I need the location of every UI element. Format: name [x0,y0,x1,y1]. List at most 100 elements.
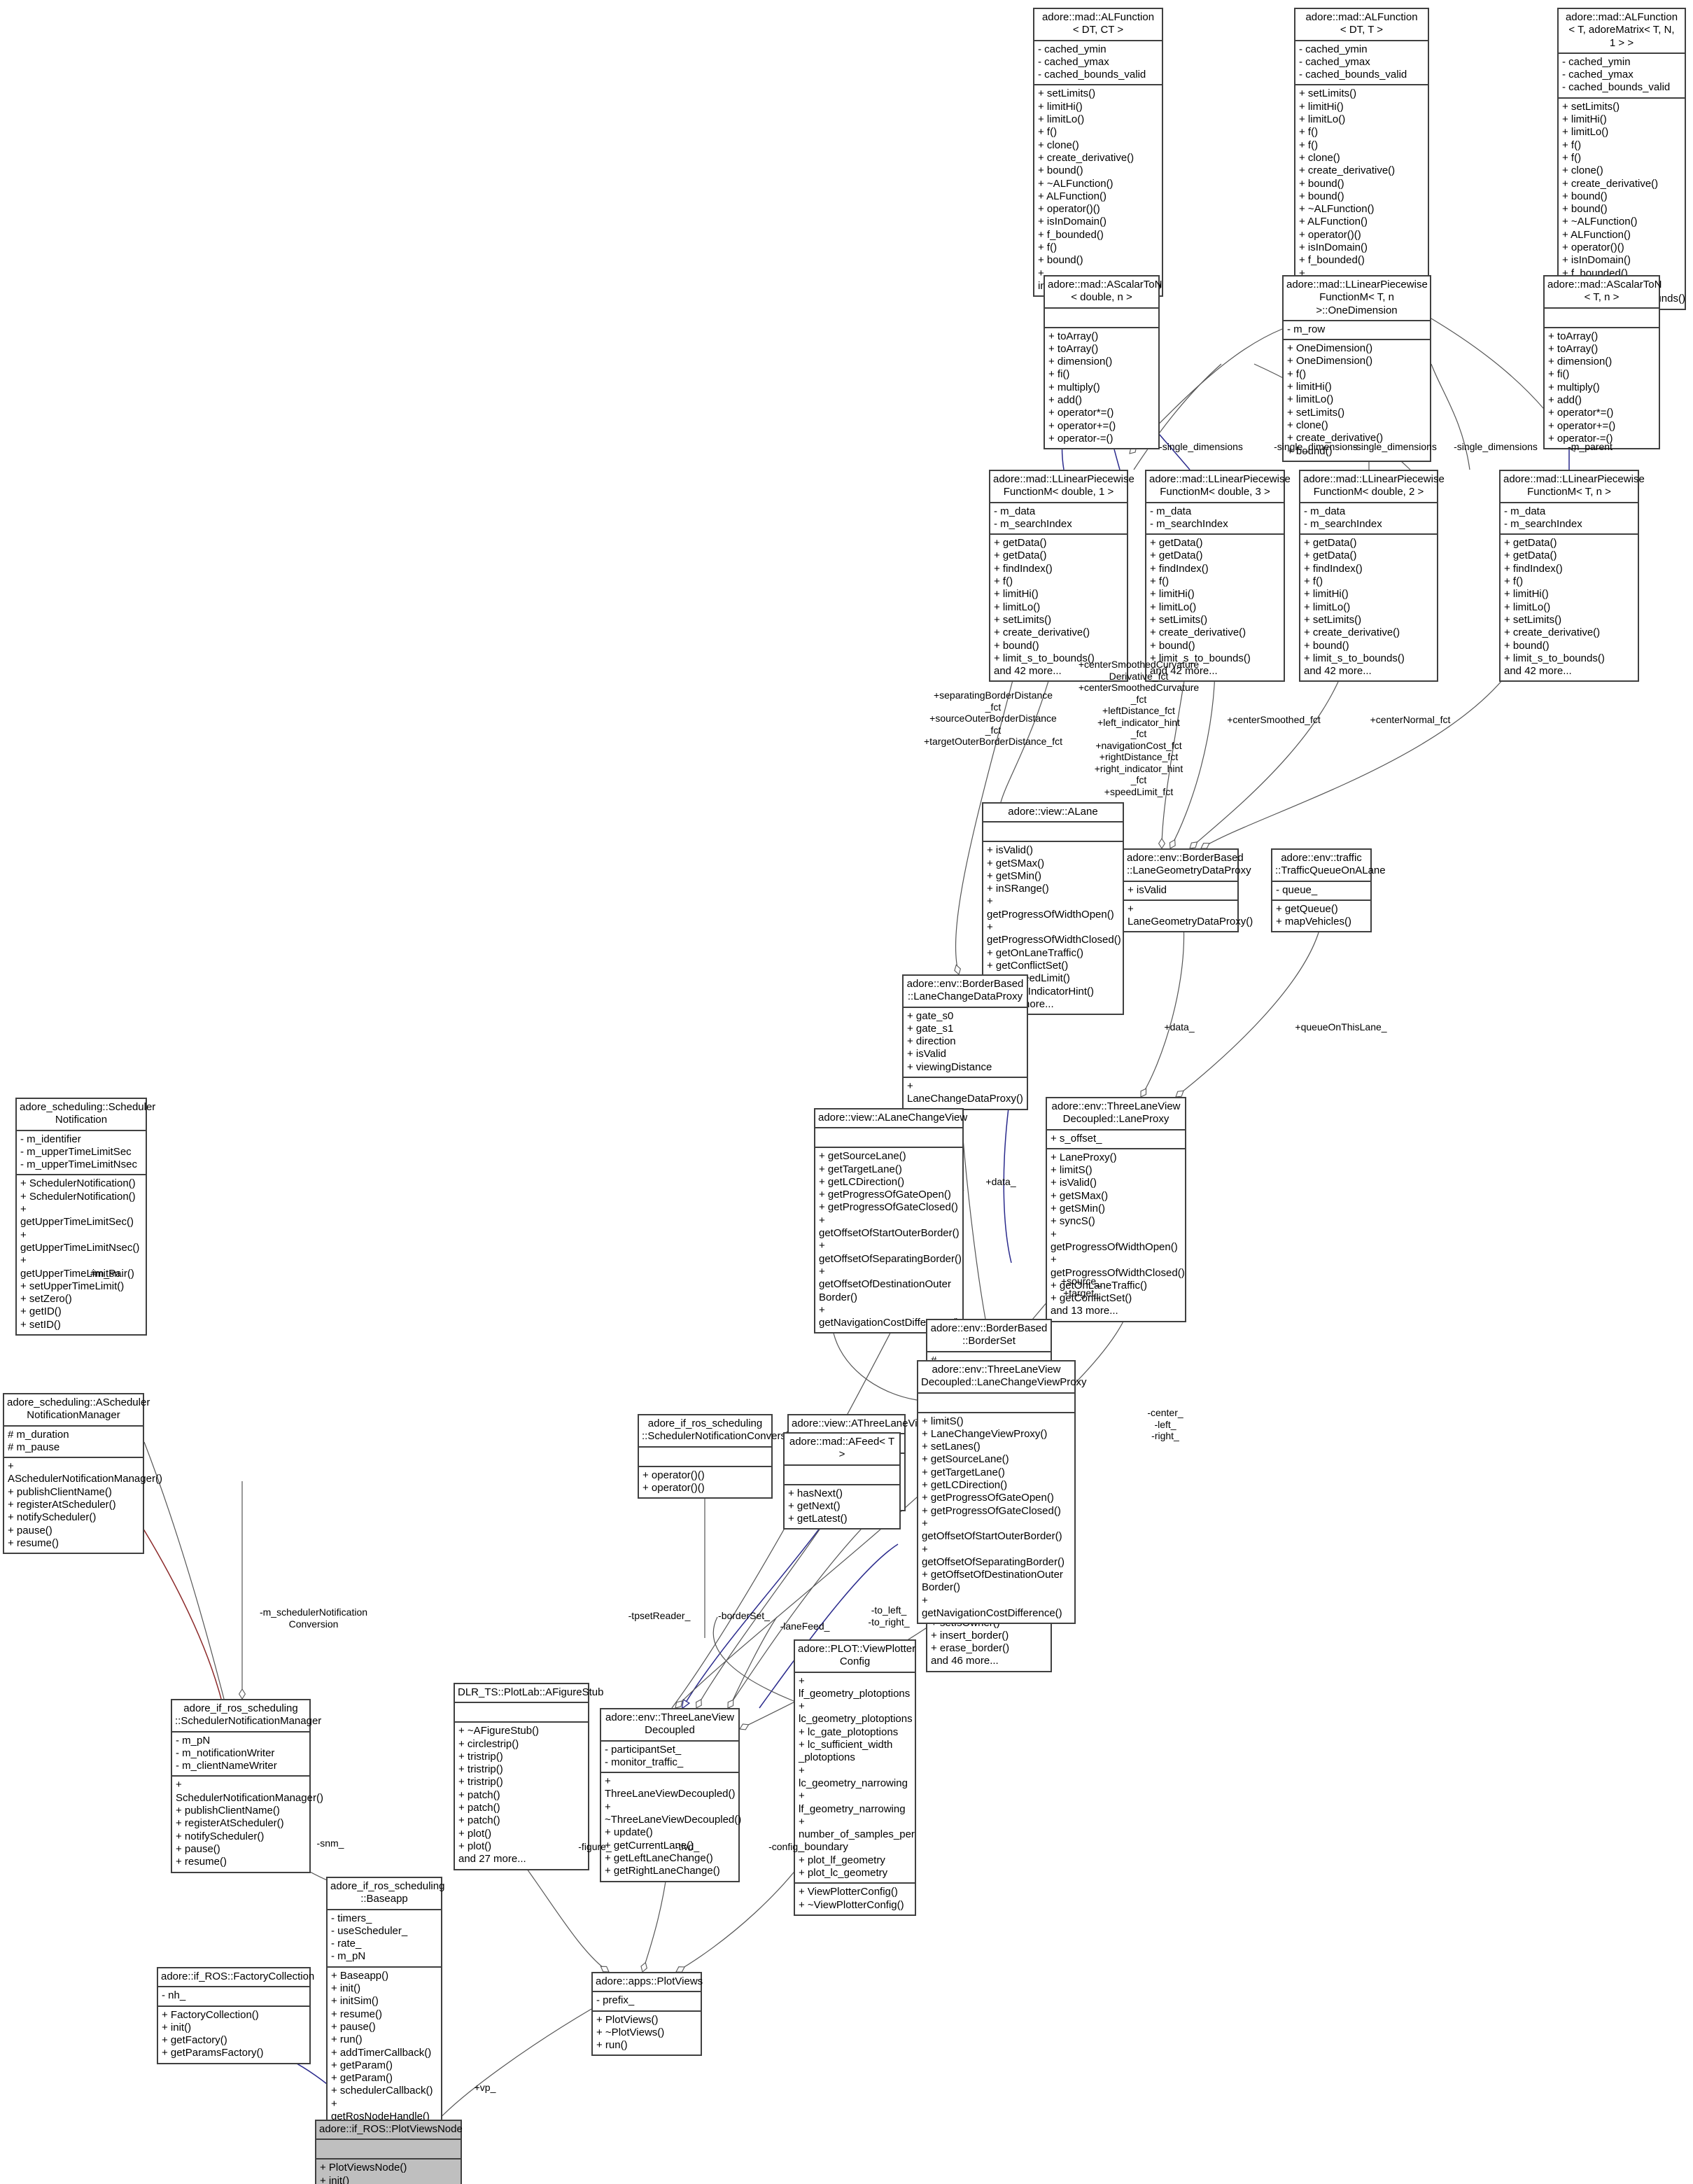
class-node-title: adore_if_ros_scheduling ::Baseapp [328,1878,444,1910]
class-node-llpfm_double_3[interactable]: adore::mad::LLinearPiecewise FunctionM< … [1145,470,1291,682]
class-node-aschedulernotificationmanager[interactable]: adore_scheduling::AScheduler Notificatio… [3,1393,162,1555]
class-node-attributes: - participantSet_ - monitor_traffic_ [601,1742,738,1774]
class-node-alfunction_dt_ct[interactable]: adore::mad::ALFunction < DT, CT >- cache… [1033,8,1163,298]
class-node-plotviews[interactable]: adore::apps::PlotViews- prefix_+ PlotVie… [591,1972,703,2057]
class-node-attributes: - m_data - m_searchIndex [1300,503,1437,536]
class-node-attributes [316,2140,461,2160]
class-node-operations: + LaneGeometryDataProxy() [1128,902,1253,928]
class-node-schedulernotification[interactable]: adore_scheduling::Scheduler Notification… [15,1098,155,1336]
class-node-operations: + ViewPlotterConfig() + ~ViewPlotterConf… [799,1886,904,1911]
edge-label: +separatingBorderDistance _fct +sourceOu… [923,690,1063,748]
class-node-ascalartonn_double[interactable]: adore::mad::AScalarToN < double, n >+ to… [1044,275,1162,450]
edge-label: -borderSet_ [718,1610,770,1621]
class-node-attributes: + isValid [1124,882,1237,901]
edge-label: -figure_ [578,1841,612,1852]
class-node-title: adore::mad::LLinearPiecewise FunctionM< … [990,471,1134,503]
class-node-title: adore::apps::PlotViews [593,1973,703,1993]
class-node-attributes: - m_data - m_searchIndex [1146,503,1284,536]
class-node-alfunction_matrix[interactable]: adore::mad::ALFunction < T, adoreMatrix<… [1557,8,1686,310]
class-node-lanechangeviewproxy[interactable]: adore::env::ThreeLaneView Decoupled::Lan… [917,1360,1087,1625]
edge-label: -config_ [768,1841,803,1852]
class-node-operations: + FactoryCollection() + init() + getFact… [162,2008,264,2059]
edge-label: #m_sn [90,1268,120,1279]
class-node-operations: + PlotViews() + ~PlotViews() + run() [596,2013,665,2052]
class-node-title: adore_if_ros_scheduling ::SchedulerNotif… [639,1415,800,1448]
class-node-trafficqueueonalane[interactable]: adore::env::traffic ::TrafficQueueOnALan… [1271,848,1386,933]
class-node-attributes: - nh_ [158,1987,309,2007]
class-node-llpfm_t_n[interactable]: adore::mad::LLinearPiecewise FunctionM< … [1499,470,1645,682]
class-node-title: adore::mad::LLinearPiecewise FunctionM< … [1300,471,1445,503]
class-node-operations: + hasNext() + getNext() + getLatest() [788,1487,848,1525]
class-node-attributes [815,1128,962,1149]
edge-label: -center_ -left_ -right_ [1147,1407,1183,1442]
class-node-title: adore::if_ROS::FactoryCollection [158,1968,314,1988]
class-node-attributes: - prefix_ [593,1992,701,2012]
class-node-title: adore::mad::LLinearPiecewise FunctionM< … [1284,276,1430,321]
class-node-attributes: - m_row [1284,321,1430,341]
class-node-schedulernotificationmanager[interactable]: adore_if_ros_scheduling ::SchedulerNotif… [171,1699,323,1873]
class-node-attributes: - timers_ - useScheduler_ - rate_ - m_pN [328,1910,441,1968]
class-node-title: adore::mad::AScalarToN < T, n > [1545,276,1662,309]
edge-label: -single_dimensions [1353,441,1437,452]
edge-label: +data_ [1164,1021,1195,1032]
edge-label: -m_schedulerNotification Conversion [259,1606,368,1630]
class-node-attributes: - m_pN - m_notificationWriter - m_client… [172,1732,309,1777]
class-node-title: adore::mad::ALFunction < DT, CT > [1034,9,1162,41]
class-node-llpfm_double_2[interactable]: adore::mad::LLinearPiecewise FunctionM< … [1299,470,1445,682]
class-node-attributes: - m_data - m_searchIndex [990,503,1127,536]
class-node-alfunction_dt_t[interactable]: adore::mad::ALFunction < DT, T >- cached… [1294,8,1429,298]
edge-label: +centerSmoothedCurvature Derivative_fct … [1078,659,1200,797]
class-node-title: adore_if_ros_scheduling ::SchedulerNotif… [172,1700,321,1732]
class-node-attributes [785,1466,899,1485]
class-node-title: adore::PLOT::ViewPlotter Config [795,1641,915,1673]
class-node-viewplotterconfig[interactable]: adore::PLOT::ViewPlotter Config+ lf_geom… [794,1639,916,1916]
class-node-attributes [1045,309,1158,328]
class-node-threelaneviewdecoupled[interactable]: adore::env::ThreeLaneView Decoupled- par… [600,1708,742,1882]
edge-label: -snm_ [316,1837,344,1849]
edge-label: +vp_ [474,2082,496,2093]
edge-label: -to_left_ -to_right_ [868,1604,910,1628]
class-node-operations: + toArray() + toArray() + dimension() + … [1048,330,1116,444]
class-node-lanechangedataproxy[interactable]: adore::env::BorderBased ::LaneChangeData… [902,974,1028,1110]
class-node-operations: + SchedulerNotification() + SchedulerNot… [20,1177,140,1331]
class-node-attributes: - cached_ymin - cached_ymax - cached_bou… [1559,54,1685,99]
class-node-attributes [1545,309,1659,328]
class-node-afeed_t[interactable]: adore::mad::AFeed< T >+ hasNext() + getN… [783,1432,901,1530]
class-node-lanegeometrydataproxy[interactable]: adore::env::BorderBased ::LaneGeometryDa… [1123,848,1253,933]
class-node-attributes: - cached_ymin - cached_ymax - cached_bou… [1295,41,1428,86]
class-node-operations: + ThreeLaneViewDecoupled() + ~ThreeLaneV… [605,1775,742,1877]
class-node-title: adore_scheduling::AScheduler Notificatio… [4,1394,150,1427]
edge-label: +queueOnThisLane_ [1295,1021,1387,1032]
edge-label: +source_ +target_ [1061,1275,1102,1298]
class-node-schedulernotificationconversion[interactable]: adore_if_ros_scheduling ::SchedulerNotif… [638,1414,800,1499]
class-node-operations: + LaneChangeDataProxy() [907,1080,1023,1105]
class-node-operations: + getQueue() + mapVehicles() [1276,902,1351,928]
class-node-afigurestub[interactable]: DLR_TS::PlotLab::AFigureStub+ ~AFigureSt… [454,1683,603,1870]
class-node-operations: + setLimits() + limitHi() + limitLo() + … [1038,88,1161,291]
edge-label: -single_dimensions [1159,441,1243,452]
edge-label: -laneFeed_ [780,1620,830,1632]
class-node-alanechangeview[interactable]: adore::view::ALaneChangeView+ getSourceL… [814,1108,967,1334]
class-node-title: adore::mad::LLinearPiecewise FunctionM< … [1501,471,1645,503]
class-node-title: adore::if_ROS::PlotViewsNode [316,2121,463,2141]
class-node-baseapp[interactable]: adore_if_ros_scheduling ::Baseapp- timer… [326,1877,444,2141]
class-node-operations: + limitS() + LaneChangeViewProxy() + set… [922,1415,1065,1620]
class-node-plotviewsnode[interactable]: adore::if_ROS::PlotViewsNode+ PlotViewsN… [315,2120,463,2184]
class-node-llpfm_double_1[interactable]: adore::mad::LLinearPiecewise FunctionM< … [989,470,1134,682]
class-node-title: adore::mad::AScalarToN < double, n > [1045,276,1162,309]
class-node-operations: + SchedulerNotificationManager() + publi… [176,1779,323,1868]
class-node-factorycollection[interactable]: adore::if_ROS::FactoryCollection- nh_+ F… [157,1967,314,2064]
class-node-llpfm_onedimension[interactable]: adore::mad::LLinearPiecewise FunctionM< … [1282,275,1431,462]
class-node-attributes: - m_identifier - m_upperTimeLimitSec - m… [17,1131,146,1176]
class-node-attributes: + gate_s0 + gate_s1 + direction + isVali… [904,1008,1027,1079]
class-node-title: adore::mad::ALFunction < T, adoreMatrix<… [1559,9,1685,54]
class-node-operations: + PlotViewsNode() + init() [320,2162,407,2184]
class-node-ascalartonn_t[interactable]: adore::mad::AScalarToN < T, n >+ toArray… [1543,275,1662,450]
class-node-title: adore::view::ALaneChangeView [815,1110,967,1129]
class-node-title: adore::env::BorderBased ::LaneChangeData… [904,976,1027,1008]
class-node-title: adore::mad::AFeed< T > [785,1434,899,1466]
class-node-attributes: # m_duration # m_pause [4,1427,143,1459]
class-node-attributes [918,1394,1074,1413]
edge-label: +centerSmoothed_fct [1227,714,1321,725]
